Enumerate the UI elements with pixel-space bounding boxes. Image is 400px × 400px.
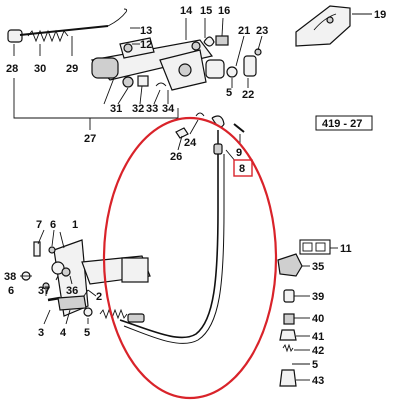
callout-9: 9 — [236, 147, 242, 159]
shaft-bushing — [91, 57, 119, 79]
callout-19: 19 — [374, 9, 386, 21]
callout-labels: 13 12 14 15 16 21 23 5 22 19 28 30 29 31… — [4, 5, 386, 387]
switch-43 — [279, 369, 297, 387]
callout-8: 8 — [239, 163, 245, 175]
ref-code: 419 - 27 — [322, 118, 362, 130]
callout-39: 39 — [312, 291, 324, 303]
callout-30: 30 — [34, 63, 46, 75]
callout-31: 31 — [110, 103, 122, 115]
callout-33: 33 — [146, 103, 158, 115]
rod-part — [19, 25, 109, 36]
washer-36 — [61, 267, 71, 277]
callout-38: 38 — [4, 271, 16, 283]
mounting-bracket-assembly — [21, 239, 151, 323]
arm-part — [103, 77, 115, 105]
bracket-hole — [178, 63, 192, 77]
callout-37: 37 — [38, 285, 50, 297]
clip-32 — [137, 75, 149, 87]
callout-43: 43 — [312, 375, 324, 387]
spring-42 — [282, 343, 294, 353]
callout-29: 29 — [66, 63, 78, 75]
washer-14 — [191, 41, 201, 51]
brake-cable-8 — [119, 154, 219, 339]
callout-7: 7 — [36, 219, 42, 231]
socket-41 — [279, 329, 297, 341]
callout-3: 3 — [38, 327, 44, 339]
callout-32: 32 — [132, 103, 144, 115]
cap-35 — [277, 253, 303, 277]
callout-14: 14 — [180, 5, 193, 17]
callout-16: 16 — [218, 5, 230, 17]
callout-6-top: 6 — [50, 219, 56, 231]
pedal-shaft-assembly — [90, 35, 229, 105]
nut-26-part — [175, 127, 189, 139]
washer-6b — [48, 246, 56, 254]
callout-5-right: 5 — [312, 359, 318, 371]
clevis-4 — [57, 295, 87, 311]
lever-bore — [123, 43, 133, 53]
callout-42: 42 — [312, 345, 324, 357]
spring-clip-15 — [203, 36, 215, 47]
callout-11: 11 — [340, 243, 352, 255]
nut-40 — [283, 313, 295, 325]
callout-40: 40 — [312, 313, 324, 325]
bushing-part — [205, 59, 225, 79]
callout-6-left: 6 — [8, 285, 14, 297]
callout-34: 34 — [162, 103, 175, 115]
pin-2 — [83, 289, 89, 297]
bolt-22 — [243, 55, 257, 77]
pin-31 — [122, 76, 134, 88]
callout-4: 4 — [60, 327, 67, 339]
lever-part — [119, 37, 155, 59]
callout-8-box — [233, 159, 253, 177]
adjuster-spring — [99, 308, 128, 320]
washer-21 — [226, 66, 238, 78]
callout-23: 23 — [256, 25, 268, 37]
pin-9-part — [233, 123, 245, 133]
right-parts-column — [277, 239, 331, 387]
callout-12: 12 — [140, 39, 152, 51]
washer-6a — [42, 282, 50, 290]
callout-41: 41 — [312, 331, 324, 343]
callout-15: 15 — [200, 5, 212, 17]
callout-2: 2 — [96, 291, 102, 303]
clip-33 — [155, 82, 167, 87]
callout-26: 26 — [170, 151, 182, 163]
bolt-7 — [33, 241, 41, 257]
callout-13: 13 — [140, 25, 152, 37]
end-cap-part — [7, 29, 23, 43]
hook-end — [107, 8, 128, 27]
leader-lines — [13, 13, 372, 381]
callout-5-top: 5 — [226, 87, 232, 99]
bushing-group — [205, 48, 262, 79]
ref-code-box — [315, 115, 373, 131]
callout-21: 21 — [238, 25, 250, 37]
spring-rod-assembly — [7, 8, 128, 43]
bracket-19-part — [295, 5, 351, 47]
callout-5-bottom: 5 — [84, 327, 90, 339]
cable-end-parts — [175, 112, 245, 155]
cable-ferrule — [213, 143, 223, 155]
callout-1: 1 — [72, 219, 78, 231]
bracket-block — [121, 257, 149, 283]
callout-36: 36 — [66, 285, 78, 297]
bulb-39 — [283, 289, 295, 303]
brake-cable-sheath — [123, 154, 225, 344]
lever-16 — [215, 35, 229, 46]
highlight-ellipse — [102, 116, 278, 400]
spring-part — [27, 29, 69, 43]
adjuster-nut — [127, 313, 145, 323]
callout-28: 28 — [6, 63, 18, 75]
callout-35: 35 — [312, 261, 324, 273]
callout-24: 24 — [184, 137, 197, 149]
callout-27: 27 — [84, 133, 96, 145]
clip-24-part — [195, 112, 205, 117]
nut-5 — [83, 307, 93, 317]
callout-22: 22 — [242, 89, 254, 101]
